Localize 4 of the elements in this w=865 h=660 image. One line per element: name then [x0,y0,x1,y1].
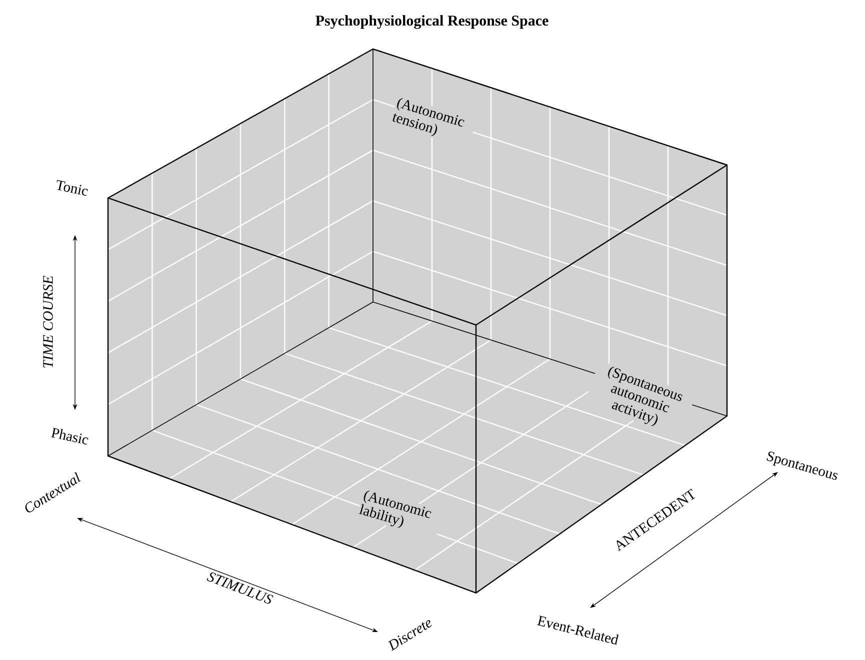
axis-end-label: Tonic [56,180,88,196]
axis-end-label: Phasic [50,428,88,444]
axis-title: TIME COURSE [43,276,53,368]
title: Psychophysiological Response Space [316,15,548,29]
